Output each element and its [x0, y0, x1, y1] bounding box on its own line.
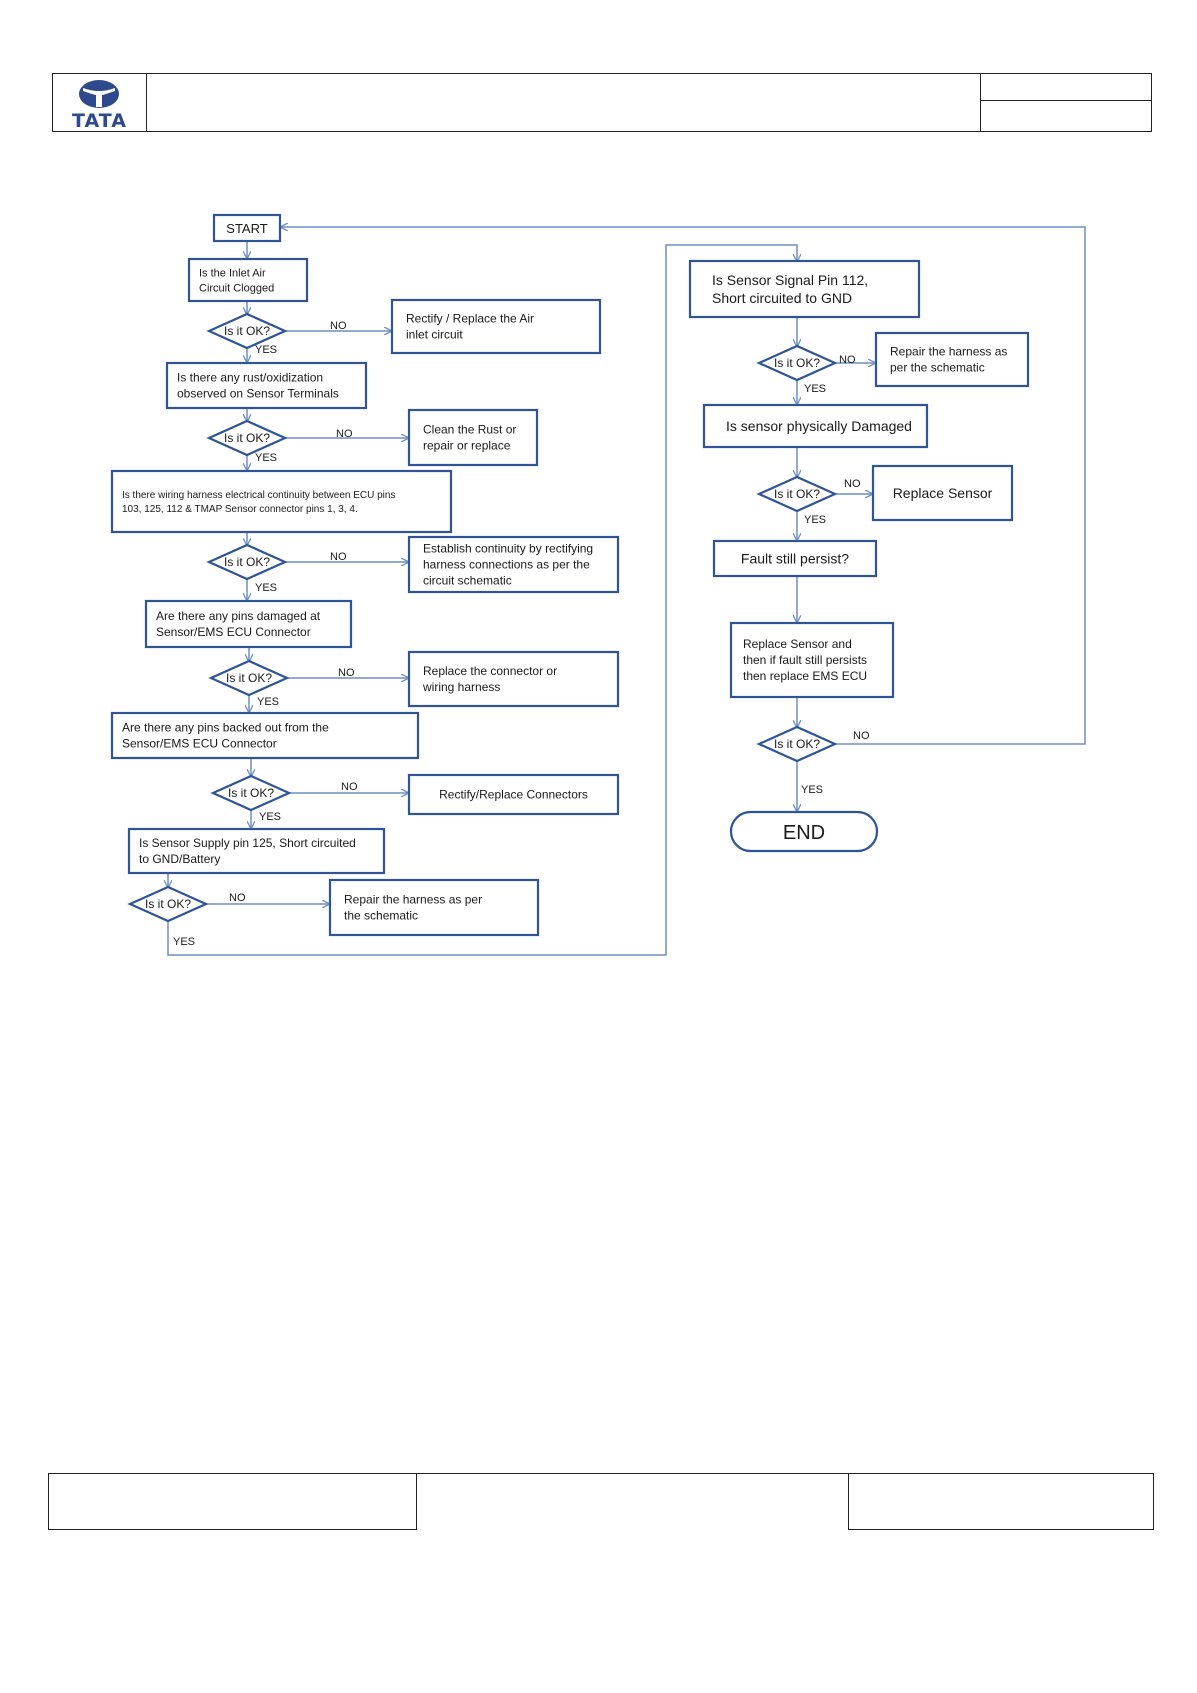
final-no-label: NO: [853, 730, 870, 742]
left-action-1-box: [390, 298, 602, 355]
left-check-3-text: Is there wiring harness electrical conti…: [122, 490, 395, 515]
left-no-label-5: NO: [341, 781, 358, 793]
right-action-1-box: [874, 331, 1030, 388]
left-no-label-6: NO: [229, 892, 246, 904]
tata-logo-icon: [79, 80, 119, 108]
left-yes-label-2: YES: [255, 452, 277, 464]
left-decision-2-text: Is it OK?: [224, 431, 270, 445]
right-decision-1-diamond: [756, 344, 838, 382]
left-action-5-text: Rectify/Replace Connectors: [439, 788, 588, 802]
left-action-4-box: [407, 650, 620, 708]
flowchart-branch-labels: NO YES NO YES NO YES NO YES NO YES NO YES NO YES NO YES…: [173, 320, 870, 948]
left-decision-3-text: Is it OK?: [224, 555, 270, 569]
left-action-5-box: [407, 773, 620, 816]
left-action-2-box: [407, 408, 539, 467]
left-no-label-4: NO: [338, 667, 355, 679]
header-meta-divider: [981, 100, 1151, 101]
final-no-loop-arrow: [281, 227, 1086, 745]
logo-cell: TATA: [53, 74, 147, 132]
left-decision-2-diamond: [206, 419, 288, 457]
right-check-1-text: Is Sensor Signal Pin 112,Short circuited…: [712, 272, 868, 306]
final-yes-label: YES: [801, 784, 823, 796]
left-action-3-box: [407, 535, 620, 594]
end-text: END: [783, 822, 825, 844]
left-check-6-text: Is Sensor Supply pin 125, Short circuite…: [139, 836, 356, 866]
final-action-box: [729, 621, 895, 699]
left-decision-1-diamond: [206, 312, 288, 350]
left-check-6-box: [127, 827, 386, 875]
start-text: START: [226, 221, 267, 236]
fault-check-text: Fault still persist?: [741, 550, 849, 566]
left-decision-6-text: Is it OK?: [145, 897, 191, 911]
left-decision-5-text: Is it OK?: [228, 786, 274, 800]
right-yes-label-2: YES: [804, 514, 826, 526]
left-decision-4-text: Is it OK?: [226, 671, 272, 685]
right-action-2-text: Replace Sensor: [893, 485, 993, 501]
left-action-6-box: [328, 878, 540, 937]
left-yes-label-1: YES: [255, 344, 277, 356]
left-to-right-connector: [167, 244, 797, 956]
left-no-label-3: NO: [330, 551, 347, 563]
left-yes-label-3: YES: [255, 582, 277, 594]
end-terminal: [729, 810, 879, 853]
footer-cell-middle: [416, 1473, 849, 1530]
left-yes-label-4: YES: [257, 696, 279, 708]
flowchart-connectors: [167, 227, 1086, 956]
left-check-1-box: [187, 257, 309, 303]
right-decision-2-text: Is it OK?: [774, 487, 820, 501]
left-decision-6-diamond: [127, 885, 209, 923]
left-yes-label-5: YES: [259, 811, 281, 823]
logo-text: TATA: [72, 110, 127, 132]
final-decision-diamond: [756, 725, 838, 763]
left-decision-5-diamond: [210, 774, 292, 812]
start-box: [212, 213, 282, 243]
left-check-4-box: [144, 599, 353, 649]
left-yes-label-6: YES: [173, 936, 195, 948]
right-action-2-box: [871, 464, 1014, 522]
footer-cell-right: [848, 1473, 1154, 1530]
right-no-label-2: NO: [844, 478, 861, 490]
left-decision-3-diamond: [206, 543, 288, 581]
document-header: TATA: [52, 73, 1152, 132]
fault-check-box: [712, 539, 878, 578]
right-check-1-box: [688, 259, 921, 319]
right-check-2-box: [702, 403, 929, 449]
final-decision-text: Is it OK?: [774, 737, 820, 751]
header-meta-cell: [980, 74, 1151, 131]
left-check-2-box: [165, 361, 368, 410]
left-check-3-box: [110, 469, 453, 534]
left-check-5-box: [110, 711, 420, 760]
right-decision-1-text: Is it OK?: [774, 356, 820, 370]
right-yes-label-1: YES: [804, 383, 826, 395]
left-no-label-2: NO: [336, 428, 353, 440]
right-check-2-text: Is sensor physically Damaged: [726, 418, 912, 434]
right-decision-2-diamond: [756, 475, 838, 513]
left-decision-4-diamond: [208, 659, 290, 697]
right-no-label-1: NO: [839, 354, 856, 366]
left-no-label-1: NO: [330, 320, 347, 332]
footer-cell-left: [48, 1473, 417, 1530]
left-decision-1-text: Is it OK?: [224, 324, 270, 338]
